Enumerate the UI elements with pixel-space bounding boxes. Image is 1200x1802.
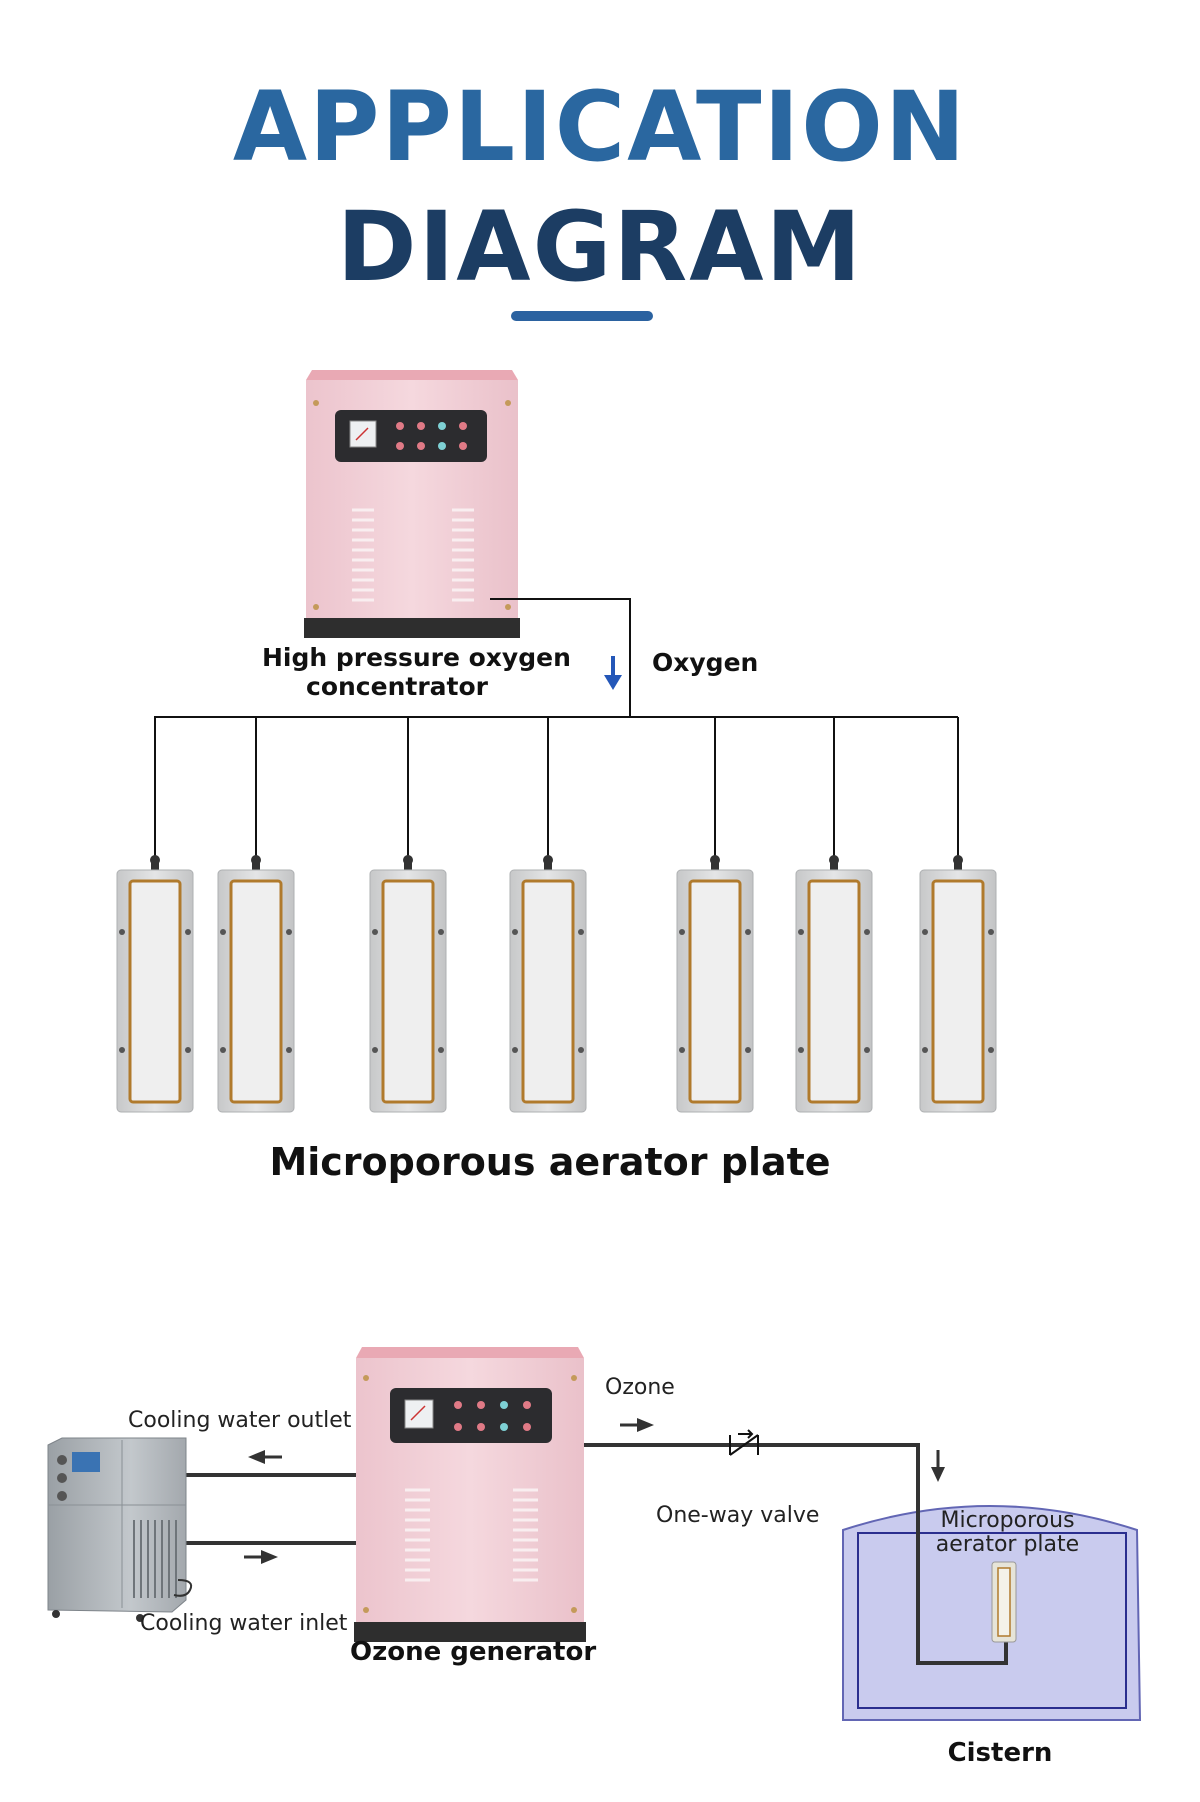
cistern-label: Cistern (947, 1738, 1053, 1768)
concentrator-label-line-1: High pressure oxygen (262, 643, 571, 672)
cooling-outlet-arrow-icon (248, 1450, 282, 1464)
oxygen-concentrator (304, 370, 520, 638)
title-line-1: APPLICATION (232, 71, 968, 183)
oxygen-label: Oxygen (652, 648, 759, 677)
aerator-plate (509, 855, 587, 1113)
aerator-plate (676, 855, 754, 1113)
title-line-2: DIAGRAM (336, 191, 864, 303)
tank-plate-label-line-1: Microporous (940, 1508, 1075, 1533)
title-underline (511, 311, 653, 321)
tank-aerator-plate (991, 1561, 1017, 1643)
ozone-flow-arrow-icon (620, 1418, 654, 1432)
vent-slots (352, 508, 474, 602)
aerator-plates (116, 855, 997, 1113)
tank-plate-label-line-2: aerator plate (935, 1532, 1080, 1557)
oxygen-pipes (154, 598, 959, 860)
water-chiller (47, 1437, 193, 1622)
one-way-valve-icon (729, 1429, 759, 1456)
control-knobs (396, 422, 467, 450)
ozone-generator (354, 1347, 586, 1642)
aerator-plate (369, 855, 447, 1113)
ozone-label: Ozone (605, 1375, 675, 1400)
aerator-plate (217, 855, 295, 1113)
control-knobs (454, 1401, 531, 1431)
cooling-inlet-arrow-icon (244, 1550, 278, 1564)
vent-slots (405, 1488, 538, 1582)
concentrator-label-line-2: concentrator (306, 672, 488, 701)
cistern-down-arrow-icon (931, 1450, 945, 1482)
cooling-water-outlet-label: Cooling water outlet (128, 1408, 352, 1433)
aerator-plate (116, 855, 194, 1113)
aerator-plate-label: Microporous aerator plate (269, 1140, 831, 1184)
oxygen-flow-arrow-icon (604, 656, 622, 690)
aerator-plate (919, 855, 997, 1113)
cooling-water-inlet-label: Cooling water inlet (140, 1611, 348, 1636)
aerator-plate (795, 855, 873, 1113)
ozone-generator-label: Ozone generator (350, 1637, 597, 1667)
ozone-pipes (182, 1443, 1008, 1665)
one-way-valve-label: One-way valve (656, 1503, 820, 1528)
